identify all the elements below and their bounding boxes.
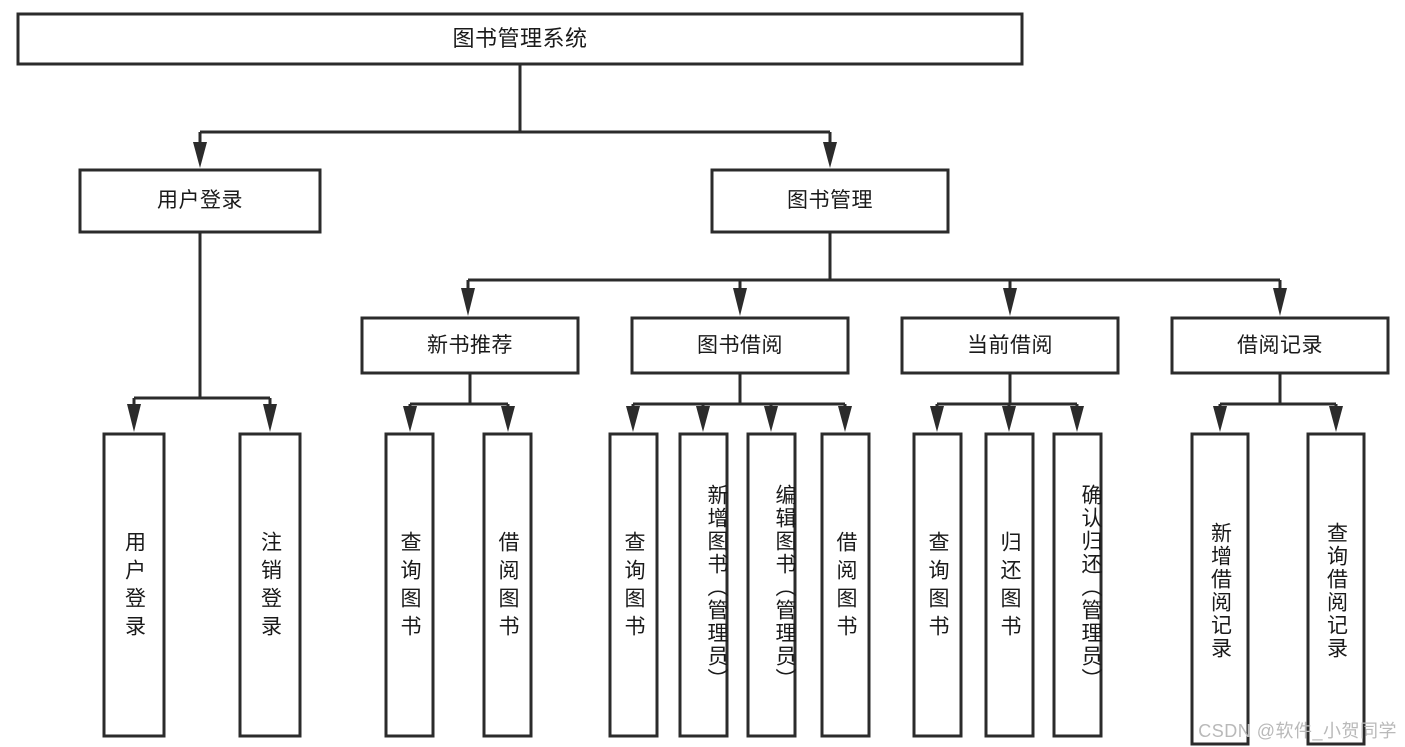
arrowhead-leaf-user-logout <box>263 404 277 432</box>
node-box-leaf-query-book-current[interactable] <box>912 432 963 738</box>
arrowhead-leaf-query-book-recommend <box>403 406 417 432</box>
node-box-leaf-edit-book-admin[interactable] <box>746 432 797 738</box>
node-box-book-management[interactable] <box>710 168 950 234</box>
arrowhead-current-borrow <box>1003 288 1017 316</box>
arrowhead-leaf-query-book-borrow <box>626 406 640 432</box>
arrowhead-leaf-return-book <box>1002 406 1016 432</box>
node-box-leaf-query-borrow-record[interactable] <box>1306 432 1366 746</box>
node-box-leaf-borrow-book-borrow[interactable] <box>820 432 871 738</box>
node-box-leaf-return-book[interactable] <box>984 432 1035 738</box>
arrowhead-leaf-edit-book-admin <box>764 406 778 432</box>
node-box-leaf-confirm-return-admin[interactable] <box>1052 432 1103 738</box>
arrowhead-borrow-record <box>1273 288 1287 316</box>
node-box-leaf-query-book-borrow[interactable] <box>608 432 659 738</box>
arrowhead-leaf-user-login <box>127 404 141 432</box>
arrowhead-leaf-add-borrow-record <box>1213 406 1227 432</box>
node-box-root[interactable] <box>16 12 1024 66</box>
node-box-leaf-add-book-admin[interactable] <box>678 432 729 738</box>
arrowhead-leaf-query-borrow-record <box>1329 406 1343 432</box>
watermark-text: CSDN @软件_小贺同学 <box>1198 721 1397 741</box>
node-box-leaf-user-login[interactable] <box>102 432 166 738</box>
arrowhead-leaf-add-book-admin <box>696 406 710 432</box>
node-box-layer <box>16 12 1390 746</box>
arrowhead-leaf-borrow-book-recommend <box>501 406 515 432</box>
node-box-leaf-query-book-recommend[interactable] <box>384 432 435 738</box>
arrowhead-leaf-confirm-return-admin <box>1070 406 1084 432</box>
arrowhead-leaf-borrow-book-borrow <box>838 406 852 432</box>
arrowhead-leaf-query-book-current <box>930 406 944 432</box>
node-box-leaf-user-logout[interactable] <box>238 432 302 738</box>
arrowhead-user-login <box>193 142 207 168</box>
node-box-new-book-recommend[interactable] <box>360 316 580 375</box>
node-box-borrow-record[interactable] <box>1170 316 1390 375</box>
arrowhead-book-borrow <box>733 288 747 316</box>
arrowhead-new-book-recommend <box>461 288 475 316</box>
node-box-leaf-add-borrow-record[interactable] <box>1190 432 1250 746</box>
connector-layer <box>127 64 1343 432</box>
node-box-book-borrow[interactable] <box>630 316 850 375</box>
node-box-leaf-borrow-book-recommend[interactable] <box>482 432 533 738</box>
node-box-current-borrow[interactable] <box>900 316 1120 375</box>
node-box-user-login[interactable] <box>78 168 322 234</box>
arrowhead-book-management <box>823 142 837 168</box>
